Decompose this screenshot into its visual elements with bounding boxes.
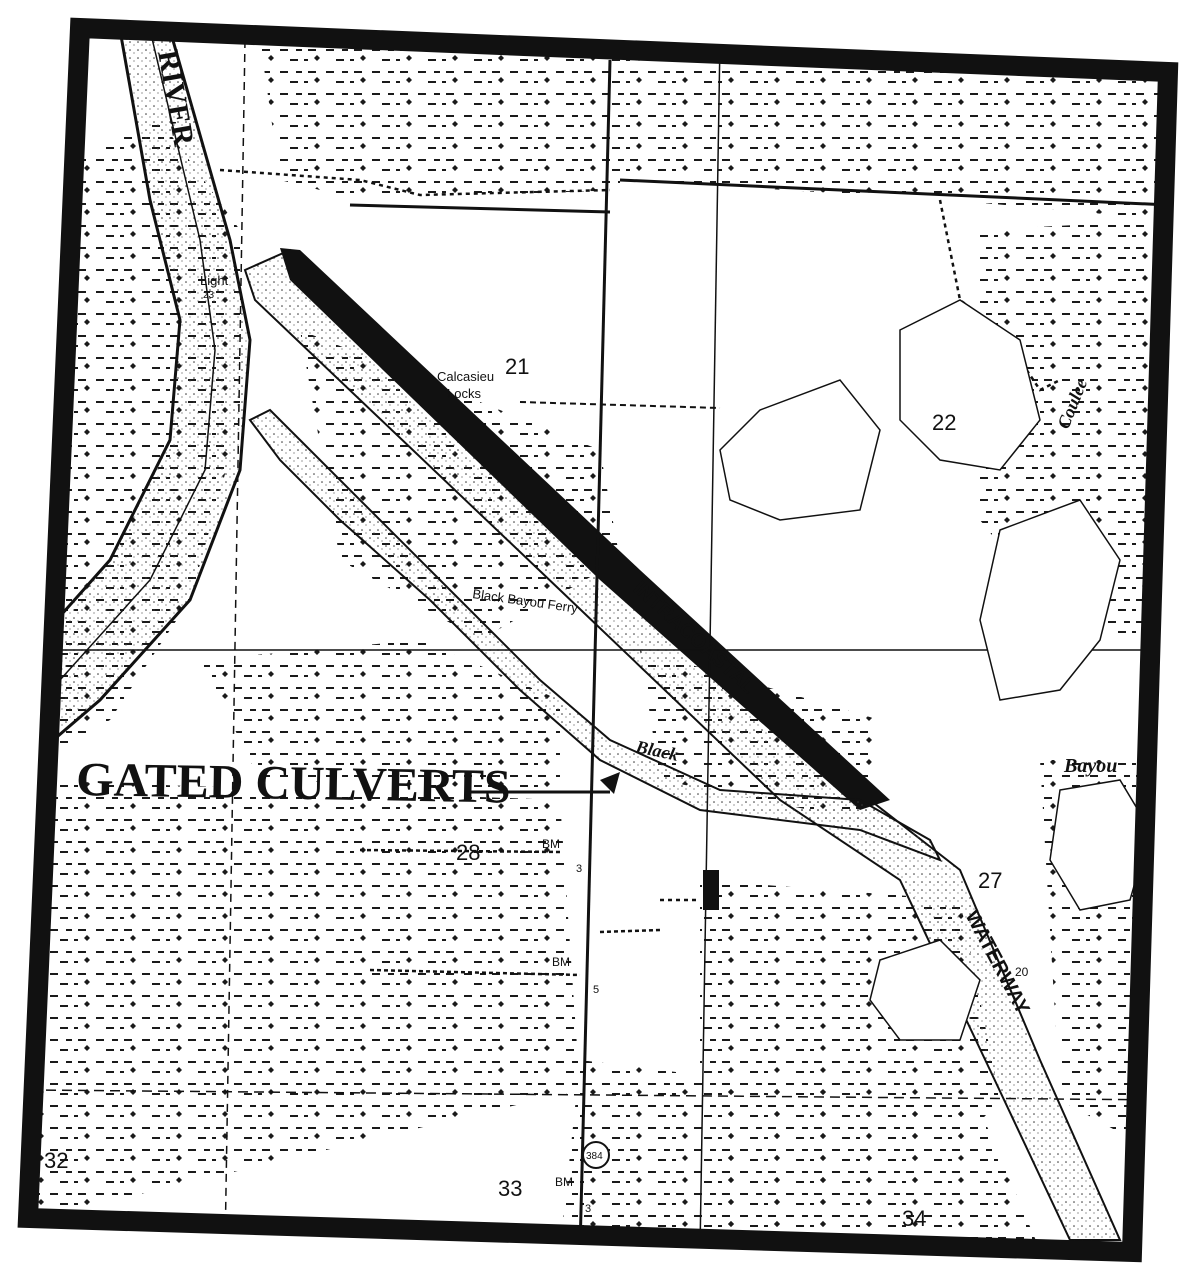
section-22: 22 bbox=[932, 410, 956, 435]
route-number: 384 bbox=[586, 1151, 603, 1162]
bm-value-2: 5 bbox=[593, 984, 599, 996]
building bbox=[703, 870, 719, 910]
section-33: 33 bbox=[498, 1176, 522, 1201]
black-bayou bbox=[248, 408, 943, 862]
section-32: 32 bbox=[44, 1148, 68, 1173]
locks-label-2: Locks bbox=[447, 386, 481, 401]
light-label: Light bbox=[200, 273, 229, 288]
bm-label-3: BM bbox=[555, 1175, 573, 1189]
section-21: 21 bbox=[505, 354, 529, 379]
route-shield bbox=[582, 1141, 610, 1169]
section-34: 34 bbox=[902, 1206, 926, 1231]
culvert-symbol bbox=[600, 772, 620, 794]
ponds bbox=[719, 299, 1151, 1041]
section-28: 28 bbox=[456, 840, 480, 865]
locks-label-1: Calcasieu bbox=[437, 369, 494, 384]
map-frame bbox=[17, 17, 1179, 1263]
bm-value-1: 3 bbox=[576, 863, 582, 875]
section-27: 27 bbox=[978, 868, 1002, 893]
light-number: 23 bbox=[203, 290, 215, 301]
bayou-label: Bayou bbox=[1063, 755, 1117, 777]
gated-culverts-label: GATED CULVERTS bbox=[76, 753, 511, 814]
bm-value-3: 3 bbox=[585, 1203, 591, 1215]
bm-label-2: BM bbox=[552, 955, 570, 969]
spoil-bank bbox=[280, 248, 890, 810]
elevation-label: 20 bbox=[1015, 965, 1029, 979]
section-lines bbox=[29, 39, 1168, 1251]
bm-label-1: BM bbox=[542, 837, 560, 851]
calcasieu-river bbox=[28, 28, 252, 764]
